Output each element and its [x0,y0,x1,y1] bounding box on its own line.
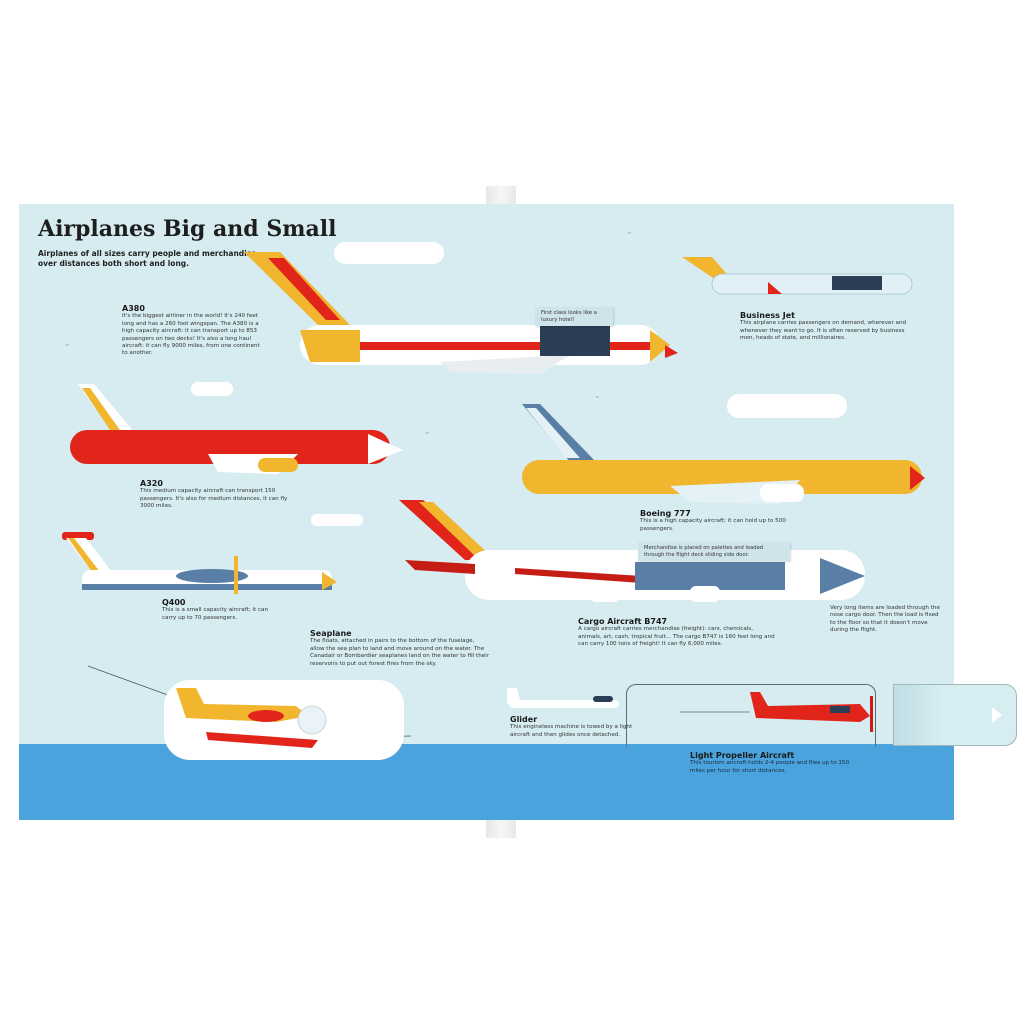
cloud [334,242,444,264]
boeing-777-text: This is a high capacity aircraft; it can… [640,518,786,532]
boeing-777-illustration [522,404,925,504]
cloud [311,514,363,526]
arrow-right-icon [992,707,1002,723]
glider-description: Glider This engineless machine is towed … [510,715,650,739]
glider-illustration [507,688,619,708]
pull-tab[interactable] [893,684,1017,746]
light-propeller-illustration [680,692,873,732]
cargo-b747-illustration [399,500,865,602]
cargo-b747-name: Cargo Aircraft B747 [578,617,668,626]
light-propeller-name: Light Propeller Aircraft [690,751,795,760]
glider-text: This engineless machine is towed by a li… [510,724,633,738]
page-subtitle: Airplanes of all sizes carry people and … [38,249,257,268]
sea [19,744,954,820]
bird-icon: ᵕ [628,230,631,238]
a320-text: This medium capacity aircraft can transp… [140,488,288,510]
a320-name: A320 [140,479,163,488]
q400-description: Q400 This is a small capacity aircraft; … [162,598,282,622]
light-propeller-description: Light Propeller Aircraft This tourism ai… [690,751,850,775]
cargo-nose-note-text: Very long items are loaded through the n… [830,605,940,634]
a380-illustration [244,252,678,374]
bird-icon: ᵕ [426,430,429,438]
page-title: Airplanes Big and Small [38,216,337,242]
a380-callout: First class looks like a luxury hotel! [535,307,613,327]
cloud [727,394,847,418]
business-jet-text: This airplane carries passengers on dema… [740,320,907,342]
bird-icon: ᵕ [596,394,599,402]
a380-name: A380 [122,304,145,313]
cargo-callout: Merchandise is placed on palettes and lo… [638,542,790,562]
seaplane-illustration [87,665,412,760]
seaplane-name: Seaplane [310,629,352,638]
q400-illustration [62,532,337,594]
business-jet-illustration [682,257,913,295]
q400-text: This is a small capacity aircraft; it ca… [162,607,268,621]
boeing-777-description: Boeing 777 This is a high capacity aircr… [640,509,820,533]
seaplane-text: The floats, attached in pairs to the bot… [310,638,490,667]
cargo-b747-description: Cargo Aircraft B747 A cargo aircraft car… [578,617,778,649]
cargo-b747-text: A cargo aircraft carries merchandise (fr… [578,626,775,648]
cargo-nose-note: Very long items are loaded through the n… [830,605,940,635]
cloud [191,382,233,396]
a320-description: A320 This medium capacity aircraft can t… [140,479,300,511]
a320-illustration [70,384,403,474]
q400-name: Q400 [162,598,186,607]
light-propeller-text: This tourism aircraft holds 2-4 people a… [690,760,850,774]
bird-icon: ᵕ [66,342,69,350]
seaplane-description: Seaplane The floats, attached in pairs t… [310,629,490,668]
business-jet-name: Business Jet [740,311,795,320]
pull-tab-slot [626,684,876,747]
a380-text: It's the biggest airliner in the world! … [122,313,260,357]
business-jet-description: Business Jet This airplane carries passe… [740,311,920,343]
boeing-777-name: Boeing 777 [640,509,691,518]
a380-description: A380 It's the biggest airliner in the wo… [122,304,267,358]
glider-name: Glider [510,715,538,724]
